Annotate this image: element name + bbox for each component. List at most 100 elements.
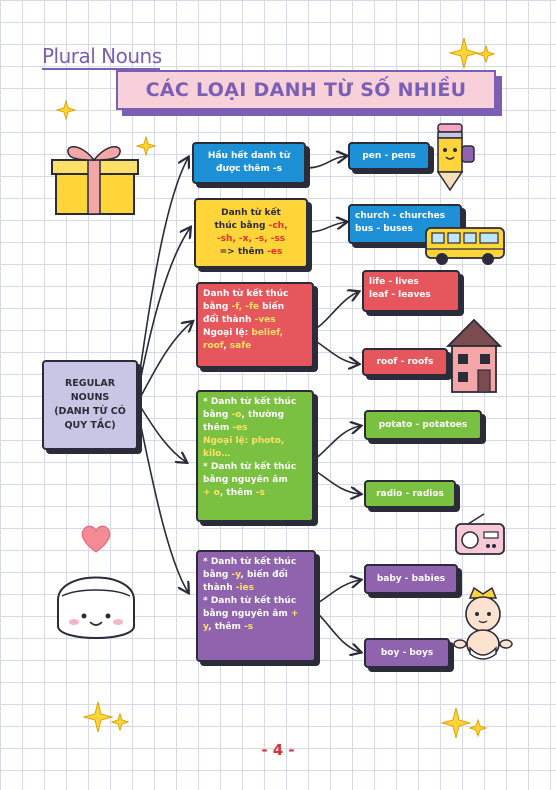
root-line4: QUY TẮC) xyxy=(64,420,116,431)
example-3a: life - lives xyxy=(369,277,419,287)
rule4-line2-hl: -o xyxy=(231,410,242,420)
rule5-line5a: bằng nguyên âm xyxy=(203,609,291,619)
rule4-line7: bằng nguyên âm xyxy=(203,475,288,485)
example-6: radio - radios xyxy=(376,488,444,499)
rule4-line2a: bằng xyxy=(203,410,232,420)
sparkle-icon xyxy=(82,701,130,733)
arrow-r5-e7 xyxy=(315,580,360,605)
page-number: - 4 - xyxy=(261,741,295,759)
heart-icon xyxy=(81,525,111,553)
rule-box-4: * Danh từ kết thúc bằng -o, thường thêm … xyxy=(196,390,314,522)
example-7: baby - babies xyxy=(376,573,446,584)
arrow-r4-e6 xyxy=(313,469,360,494)
sparkle-icon xyxy=(136,136,156,156)
rule2-line4-hl: -es xyxy=(267,247,283,257)
arrow-r2-e2 xyxy=(307,222,346,233)
rule3-line4a: Ngoại lệ: xyxy=(203,328,252,338)
rule4-line8-hl: + o xyxy=(203,488,220,498)
rule-box-2: Danh từ kết thúc bằng -ch, -sh, -x, -s, … xyxy=(194,198,308,268)
rule3-line2-hl: -f, -fe xyxy=(231,302,259,312)
rule5-line2a: bằng xyxy=(203,570,232,580)
rule-box-5: * Danh từ kết thúc bằng -y, biến đổi thà… xyxy=(196,550,316,662)
sparkle-icon xyxy=(440,707,488,739)
example-5: potato - potatoes xyxy=(378,419,468,430)
example-4: roof - roofs xyxy=(376,356,434,367)
rule5-line3-hl: -ies xyxy=(235,583,255,593)
rule2-line4: => thêm xyxy=(219,247,268,257)
school-bus-icon xyxy=(425,227,505,265)
rule5-line1: * Danh từ kết thúc xyxy=(203,557,297,567)
rule1-line2: được thêm -s xyxy=(216,164,282,174)
rule4-line6: * Danh từ kết thúc xyxy=(203,462,297,472)
rule3-line5-mid: , xyxy=(223,341,230,351)
sparkle-icon xyxy=(448,37,496,69)
arrow-r4-e5 xyxy=(313,426,360,461)
rule4-line3-hl: -es xyxy=(232,423,248,433)
arrow-r5-e8 xyxy=(315,611,360,652)
rule2-line1: Danh từ kết xyxy=(221,208,281,218)
sparkle-icon xyxy=(56,100,76,120)
rule5-line6-hl: y xyxy=(203,622,209,632)
rule-box-1: Hầu hết danh từ được thêm -s xyxy=(192,142,306,184)
root-line2: NOUNS xyxy=(70,392,110,403)
rule3-line3a: đổi thành xyxy=(203,315,255,325)
example-2a: church - churches xyxy=(355,211,446,221)
root-node: REGULAR NOUNS (DANH TỪ CÓ QUY TẮC) xyxy=(42,360,138,450)
subtitle-underline xyxy=(42,68,160,70)
rule5-line6b: , thêm xyxy=(208,622,245,632)
house-icon xyxy=(445,318,503,393)
subtitle: Plural Nouns xyxy=(42,44,162,68)
rule5-line3a: thành xyxy=(203,583,236,593)
root-line3: (DANH TỪ CÓ xyxy=(54,406,126,417)
rule2-line3-hl: -sh, -x, -s, -ss xyxy=(216,234,286,244)
rule4-line8-hl2: -s xyxy=(255,488,265,498)
rule4-line8b: , thêm xyxy=(219,488,256,498)
gift-box-icon xyxy=(51,146,139,215)
rule4-line5-hl: kilo… xyxy=(203,449,231,459)
example-8: boy - boys xyxy=(380,647,434,658)
baby-with-crown-icon xyxy=(453,586,513,660)
rule3-line5-hl2: safe xyxy=(229,341,252,351)
example-box-8: boy - boys xyxy=(364,638,450,668)
arrow-r3-e3 xyxy=(313,292,358,331)
rule3-line2a: bằng xyxy=(203,302,232,312)
example-box-6: radio - radios xyxy=(364,480,456,508)
rule4-line1: * Danh từ kết thúc xyxy=(203,397,297,407)
example-box-1: pen - pens xyxy=(348,142,430,170)
rule2-line2-hl: -ch, xyxy=(268,221,288,231)
example-box-5: potato - potatoes xyxy=(364,410,482,440)
arrow-root-r5 xyxy=(137,411,188,592)
rule5-line5-hl: + xyxy=(290,609,299,619)
rule3-line1: Danh từ kết thúc xyxy=(203,289,289,299)
rule5-line2b: , biến đổi xyxy=(240,570,288,580)
rule5-line6-hl2: -s xyxy=(244,622,254,632)
page-title: CÁC LOẠI DANH TỪ SỐ NHIỀU xyxy=(116,70,496,110)
example-1: pen - pens xyxy=(362,150,416,161)
rule5-line4: * Danh từ kết thúc xyxy=(203,596,297,606)
rule3-line5-hl1: roof xyxy=(203,341,224,351)
example-3b: leaf - leaves xyxy=(369,290,431,300)
rice-ball-character-icon xyxy=(57,576,135,639)
arrow-root-r3 xyxy=(139,322,192,399)
rule4-line3a: thêm xyxy=(203,423,233,433)
rule3-line3-hl: -ves xyxy=(254,315,276,325)
rule3-line4-hl: belief, xyxy=(251,328,284,338)
example-box-2: church - churches bus - buses xyxy=(348,204,462,244)
arrow-r1-e1 xyxy=(305,156,346,169)
root-line1: REGULAR xyxy=(64,378,116,389)
pencil-character-icon xyxy=(436,123,475,192)
rule3-line2b: biến xyxy=(258,302,285,312)
arrow-root-r1 xyxy=(137,158,188,386)
example-box-3: life - lives leaf - leaves xyxy=(362,270,460,312)
rule5-line2-hl: -y xyxy=(231,570,241,580)
rule4-line2b: , thường xyxy=(241,410,285,420)
arrow-r3-e4 xyxy=(313,339,358,364)
radio-icon xyxy=(455,513,505,555)
rule4-line4-hl: Ngoại lệ: photo, xyxy=(203,436,285,446)
example-box-7: baby - babies xyxy=(364,564,458,594)
rule1-line1: Hầu hết danh từ xyxy=(207,151,291,161)
arrow-root-r2 xyxy=(137,228,190,393)
arrow-root-r4 xyxy=(139,405,186,462)
